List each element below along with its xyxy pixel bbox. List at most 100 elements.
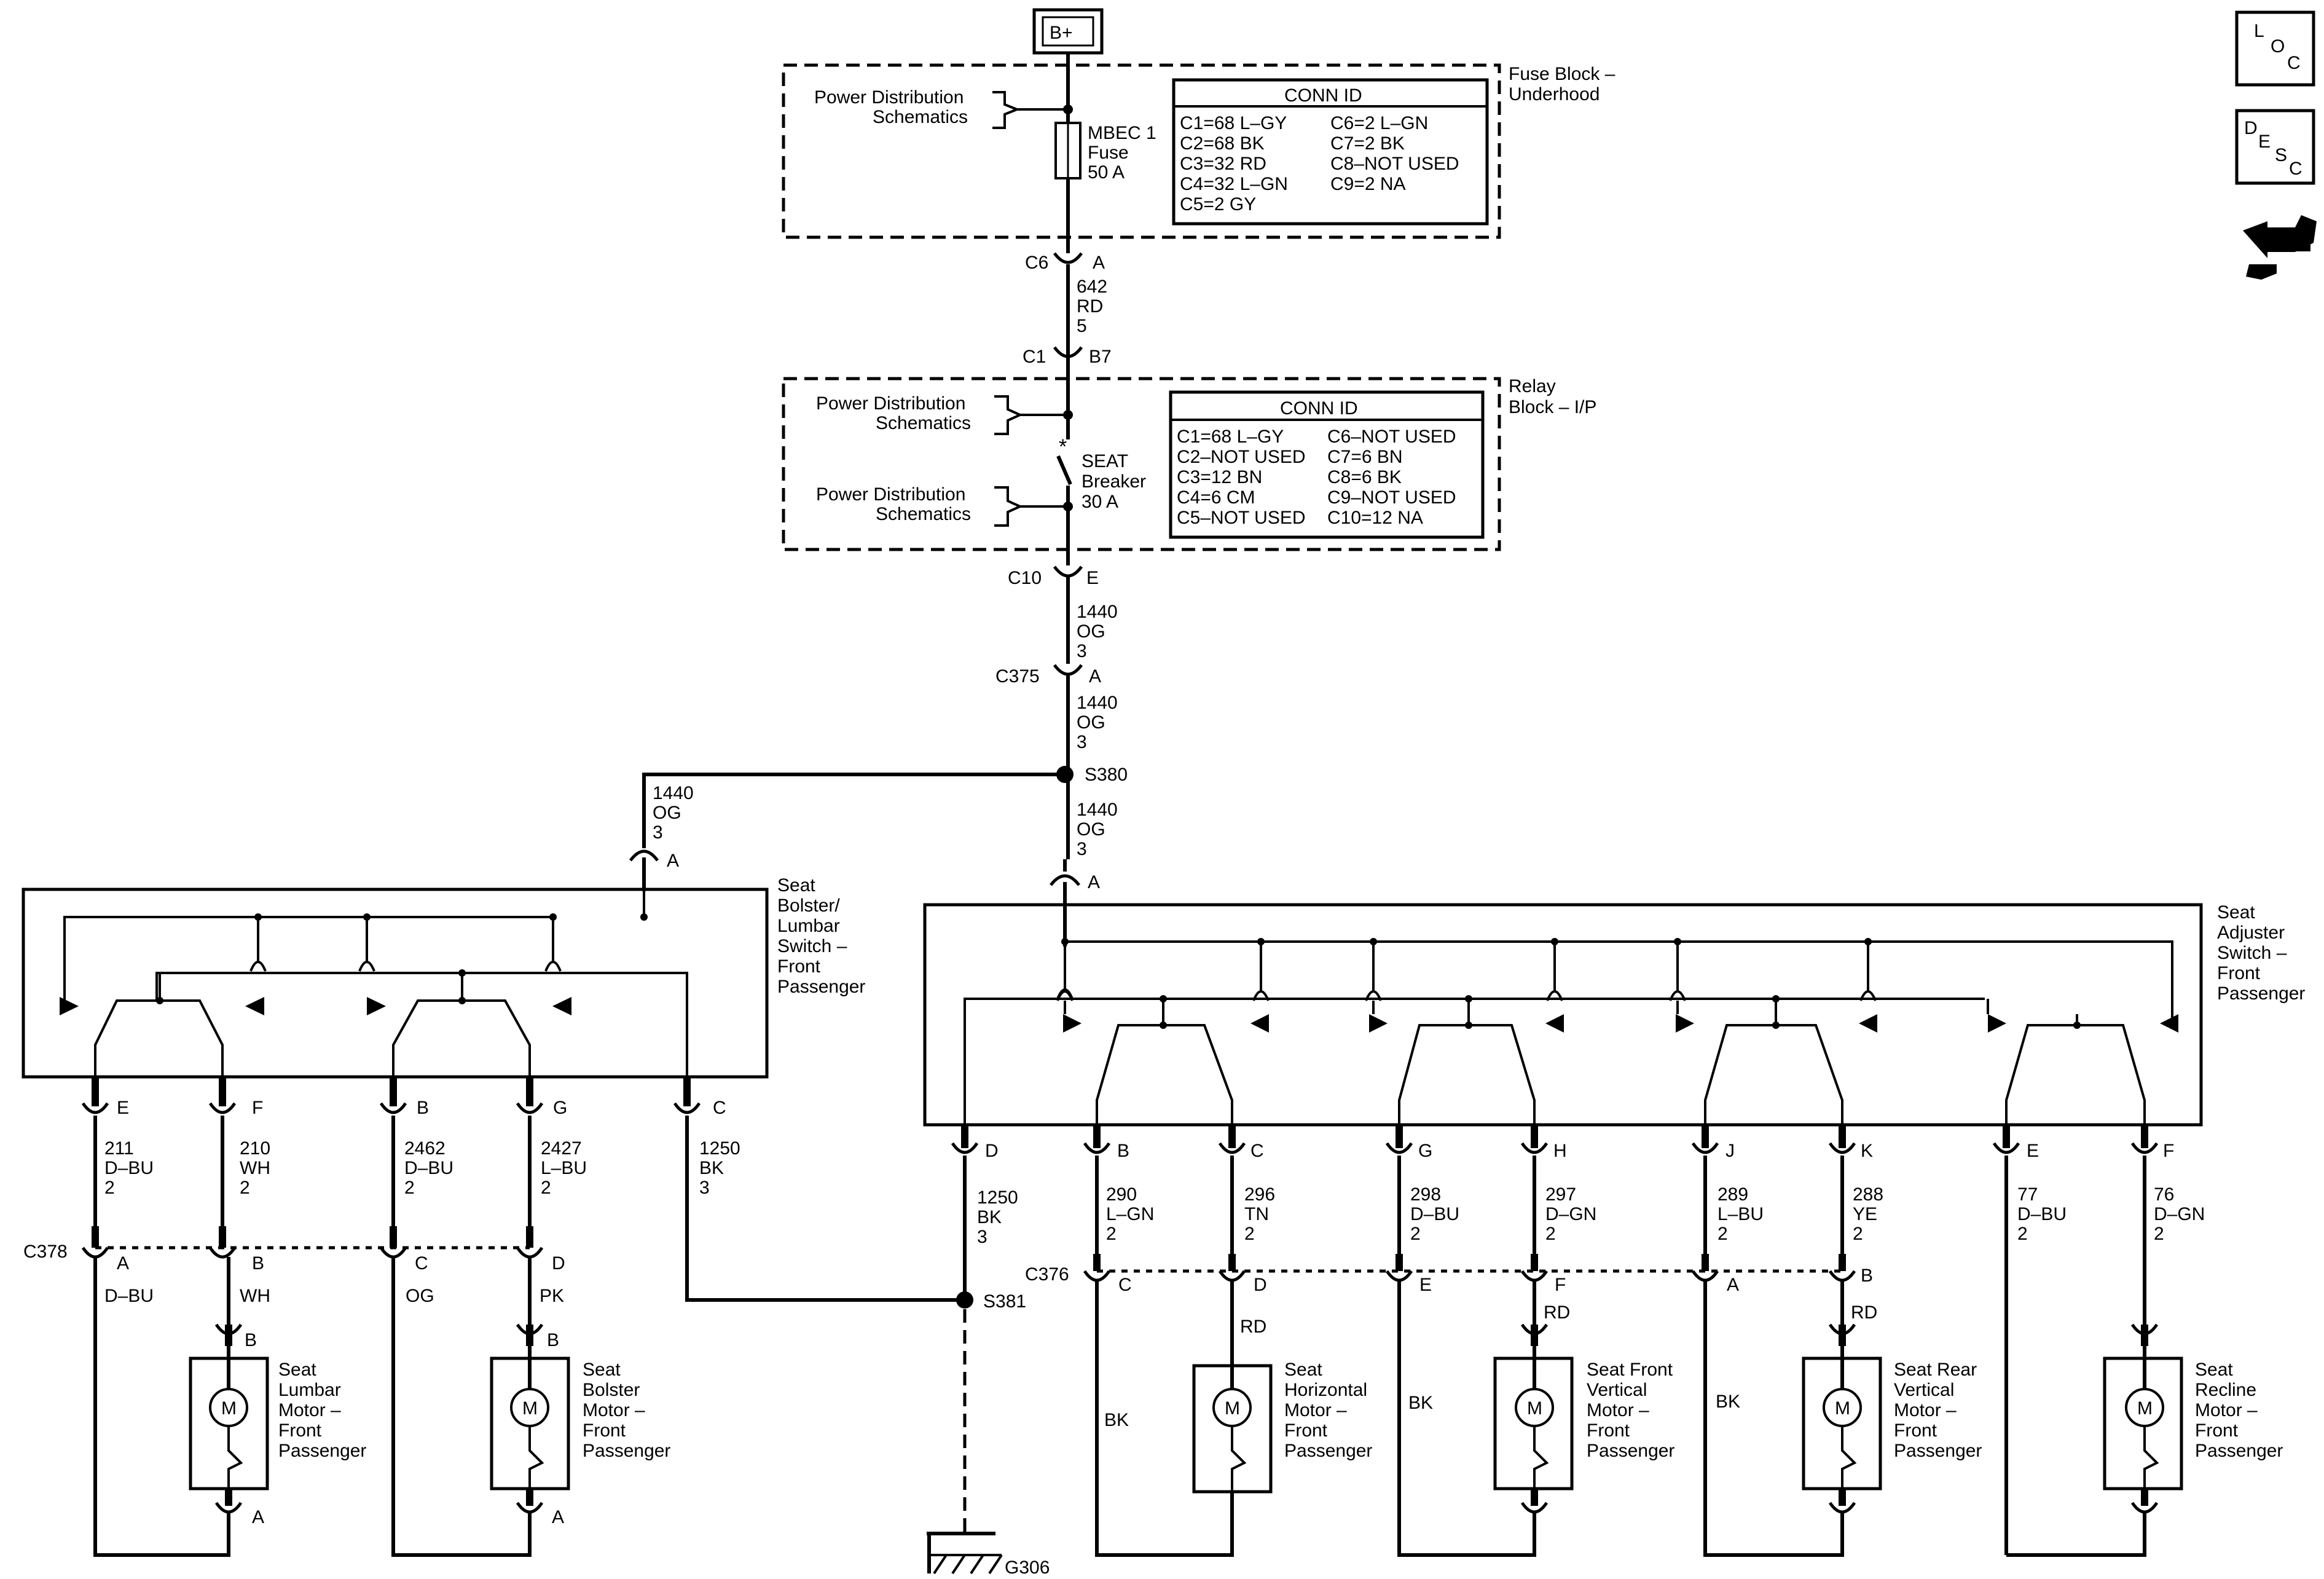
recline-name-1: Seat: [2195, 1360, 2233, 1380]
rear-vertical-m-label: M: [1835, 1398, 1850, 1419]
wire-298-num: 298: [1410, 1184, 1441, 1205]
rear-vertical-name-2: Vertical: [1894, 1380, 1954, 1400]
wire-297-color: D–GN: [1545, 1204, 1596, 1224]
relay-pd2-label-1: Power Distribution: [816, 484, 965, 505]
adjuster-switch-pins: D B C G H J K E F: [951, 1125, 2174, 1161]
wire-290-color: L–GN: [1106, 1204, 1154, 1224]
fuse-pd-label-2: Schematics: [873, 107, 968, 127]
wire-2427-color: L–BU: [541, 1158, 587, 1178]
adj-pin-B: B: [1117, 1141, 1129, 1161]
fuse-conn-r4c0: C5=2 GY: [1180, 194, 1256, 215]
lumbar-motor: B M A Seat Lumbar Motor – Front Passenge…: [189, 1323, 366, 1527]
wire-298-color: D–BU: [1410, 1204, 1459, 1224]
bolster-name-2: Bolster: [583, 1380, 640, 1400]
fuse-conn-r0c0: C1=68 L–GY: [1180, 113, 1287, 133]
fuse-label-3: 50 A: [1088, 162, 1125, 183]
wire-288-color: YE: [1853, 1204, 1877, 1224]
horizontal-name-1: Seat: [1284, 1360, 1322, 1380]
adjuster-input-pin: A: [1088, 872, 1100, 892]
loc-icon[interactable]: L O C: [2235, 10, 2315, 87]
wire-1440d-num: 1440: [653, 783, 694, 803]
wire-1440a-color: OG: [1077, 621, 1105, 642]
wire-1250b-num: 1250: [977, 1187, 1018, 1208]
fuse-conn-r3c0: C4=32 L–GN: [1180, 174, 1288, 194]
wire-289-color: L–BU: [1717, 1204, 1764, 1224]
breaker-label-3: 30 A: [1082, 492, 1118, 512]
horizontal-name-4: Front: [1284, 1420, 1328, 1441]
desc-letter-3: S: [2275, 145, 2287, 165]
breaker-label-2: Breaker: [1082, 471, 1146, 492]
wire-1440c-num: 1440: [1077, 800, 1118, 820]
rear-vertical-name-1: Seat Rear: [1894, 1360, 1977, 1380]
desc-letter-2: E: [2258, 132, 2271, 152]
wire-1440c-gauge: 3: [1077, 839, 1087, 859]
relay-conn-r3c0: C4=6 CM: [1177, 487, 1255, 508]
wire-76-color: D–GN: [2154, 1204, 2205, 1224]
adj-pin-E: E: [2027, 1141, 2039, 1161]
adj-pin-F: F: [2163, 1141, 2174, 1161]
relay-pd1-label-2: Schematics: [876, 413, 971, 433]
relay-conn-r2c0: C3=12 BN: [1177, 467, 1262, 487]
c378-pin-B: B: [252, 1253, 264, 1274]
fuse-label-1: MBEC 1: [1088, 123, 1156, 143]
fuse-conn-r2c0: C3=32 RD: [1180, 154, 1266, 174]
wire-210-num: 210: [240, 1138, 270, 1159]
relay-pd1-label-1: Power Distribution: [816, 393, 965, 414]
lumbar-name-4: Front: [278, 1420, 322, 1441]
lumbar-name-1: Seat: [278, 1360, 316, 1380]
wire-290-gauge: 2: [1106, 1224, 1117, 1244]
fuse-label-2: Fuse: [1088, 143, 1129, 163]
c1-label: C1: [1023, 347, 1046, 367]
c375-pin: A: [1089, 666, 1101, 687]
bolster-switch-pins: E F B G C: [81, 1077, 726, 1118]
recline-name-3: Motor –: [2195, 1400, 2258, 1420]
adj-pin-J: J: [1725, 1141, 1735, 1161]
bolster-name-4: Front: [583, 1420, 626, 1441]
desc-icon[interactable]: D E S C: [2235, 109, 2315, 185]
bolster-m-label: M: [522, 1398, 538, 1419]
c376-pin-C: C: [1118, 1275, 1132, 1295]
wire-1440a-gauge: 3: [1077, 641, 1087, 661]
bolster-name-1: Seat: [583, 1360, 621, 1380]
horizontal-name-5: Passenger: [1284, 1441, 1372, 1461]
c6-label: C6: [1025, 253, 1048, 273]
fuse-block-title-1: Fuse Block –: [1509, 64, 1615, 84]
fuse-block-title-2: Underhood: [1509, 84, 1600, 104]
front-vertical-name-5: Passenger: [1587, 1441, 1674, 1461]
front-vertical-name-1: Seat Front: [1587, 1360, 1673, 1380]
wire-642-gauge: 5: [1077, 316, 1087, 336]
wire-642-color: RD: [1077, 296, 1103, 317]
connector-c378: C378 A B C D D–BU WH OG PK: [23, 1226, 565, 1306]
relay-block: Relay Block – I/P Power Distribution Sch…: [782, 376, 1596, 551]
s380-label: S380: [1085, 765, 1128, 785]
front-vertical-m-label: M: [1527, 1398, 1542, 1419]
wire-2427-num: 2427: [541, 1138, 582, 1159]
recline-name-4: Front: [2195, 1420, 2239, 1441]
fuse-conn-r1c0: C2=68 BK: [1180, 133, 1265, 154]
adj-pin-D: D: [985, 1141, 999, 1161]
c375-label: C375: [995, 666, 1040, 687]
bolster-switch-title-4: Switch –: [777, 936, 847, 956]
wire-1250a-gauge: 3: [699, 1178, 710, 1198]
hand-pointer-icon[interactable]: [2243, 215, 2317, 280]
wire-298-gauge: 2: [1410, 1224, 1421, 1244]
wire-1440c-color: OG: [1077, 819, 1105, 840]
c1-pin: B7: [1089, 347, 1112, 367]
adj-pin-K: K: [1861, 1141, 1873, 1161]
c378-pin-C: C: [415, 1253, 428, 1274]
horizontal-name-3: Motor –: [1284, 1400, 1347, 1420]
bolster-name-3: Motor –: [583, 1400, 645, 1420]
relay-conn-title: CONN ID: [1280, 398, 1358, 419]
rear-vertical-name-3: Motor –: [1894, 1400, 1957, 1420]
lumbar-name-5: Passenger: [278, 1441, 366, 1461]
bolster-name-5: Passenger: [583, 1441, 670, 1461]
c376-pin-F: F: [1555, 1275, 1566, 1295]
relay-conn-r3c1: C9–NOT USED: [1327, 487, 1456, 508]
wire-289-gauge: 2: [1717, 1224, 1728, 1244]
c378-label: C378: [23, 1242, 68, 1262]
c10-label: C10: [1008, 568, 1042, 588]
desc-letter-4: C: [2289, 159, 2302, 179]
wire-2462-gauge: 2: [404, 1178, 415, 1198]
wire-210-gauge: 2: [240, 1178, 250, 1198]
